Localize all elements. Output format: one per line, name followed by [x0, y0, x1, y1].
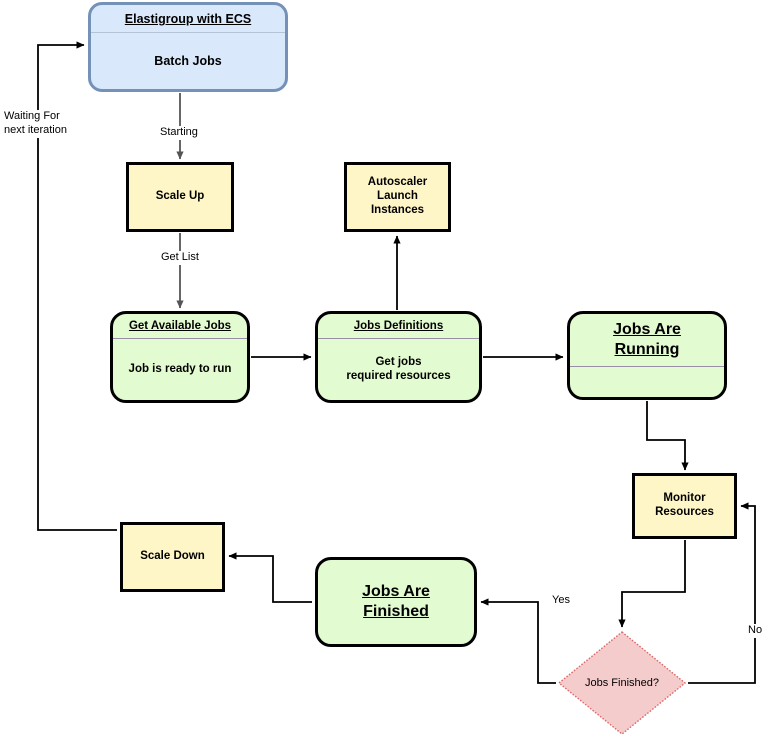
node-jobs-definitions-title: Jobs Definitions	[353, 320, 444, 332]
node-monitor-resources-line2: Resources	[655, 506, 714, 518]
node-jobs-are-running-line1: Jobs Are	[613, 321, 681, 338]
node-jobs-are-running-divider	[570, 366, 724, 367]
node-autoscaler-line2: Launch	[377, 190, 418, 203]
node-monitor-resources[interactable]: Monitor Resources	[632, 473, 737, 539]
edge-decision-yes-to-jobsfinished	[480, 598, 556, 684]
node-autoscaler-line3: Instances	[370, 203, 425, 216]
node-scale-up[interactable]: Scale Up	[126, 162, 234, 232]
edge-jobsrunning-to-monitor	[646, 401, 689, 471]
edge-label-waiting-next-iteration: Waiting For next iteration	[2, 110, 69, 138]
node-elastigroup-title: Elastigroup with ECS	[124, 12, 252, 26]
node-autoscaler-launch-instances[interactable]: Autoscaler Launch Instances	[344, 162, 451, 232]
edge-label-starting: Starting	[157, 126, 201, 140]
node-jobs-definitions-line2: required resources	[346, 369, 451, 382]
node-jobs-are-running[interactable]: Jobs Are Running	[567, 311, 727, 400]
node-scale-up-label: Scale Up	[155, 190, 205, 203]
node-jobs-definitions-body: Get jobs required resources	[318, 339, 479, 400]
edge-label-yes: Yes	[549, 594, 573, 608]
edge-label-get-list: Get List	[158, 251, 202, 265]
node-elastigroup-body: Batch Jobs	[154, 53, 222, 68]
node-jobs-are-running-line2: Running	[614, 341, 680, 358]
node-jobs-are-finished-line1: Jobs Are	[362, 583, 430, 600]
node-decision-jobs-finished[interactable]: Jobs Finished?	[557, 630, 687, 736]
node-autoscaler-label: Autoscaler Launch Instances	[347, 165, 448, 229]
node-scale-down-label: Scale Down	[140, 550, 205, 563]
edge-monitor-to-decision	[618, 540, 686, 628]
node-autoscaler-line1: Autoscaler	[367, 176, 428, 189]
edge-label-no: No	[746, 624, 765, 638]
node-jobs-are-finished-line2: Finished	[363, 603, 429, 620]
node-jobs-definitions-line1: Get jobs	[375, 355, 422, 368]
node-jobs-are-running-body	[570, 367, 724, 397]
node-monitor-resources-label: Monitor Resources	[635, 476, 734, 536]
node-jobs-are-finished[interactable]: Jobs Are Finished	[315, 557, 477, 647]
edge-label-waiting-line2: next iteration	[4, 123, 67, 136]
edge-jobsfinished-to-scaledown	[228, 552, 312, 603]
node-jobs-are-finished-title: Jobs Are Finished	[318, 560, 474, 644]
node-scale-down[interactable]: Scale Down	[120, 522, 225, 592]
node-get-available-jobs-divider	[113, 338, 247, 340]
node-monitor-resources-line1: Monitor	[663, 492, 706, 505]
node-jobs-definitions-divider	[318, 338, 479, 340]
node-get-available-jobs[interactable]: Get Available Jobs Job is ready to run	[110, 311, 250, 403]
decision-diamond-shape	[557, 631, 687, 735]
node-get-available-jobs-body: Job is ready to run	[128, 362, 232, 375]
node-jobs-definitions[interactable]: Jobs Definitions Get jobs required resou…	[315, 311, 482, 403]
node-jobs-are-running-title: Jobs Are Running	[570, 314, 724, 366]
node-elastigroup-with-ecs[interactable]: Elastigroup with ECS Batch Jobs	[88, 2, 288, 92]
edge-label-waiting-line1: Waiting For	[4, 110, 60, 122]
node-get-available-jobs-title: Get Available Jobs	[128, 320, 232, 332]
node-decision-label: Jobs Finished?	[585, 677, 659, 689]
node-elastigroup-divider	[91, 32, 285, 34]
